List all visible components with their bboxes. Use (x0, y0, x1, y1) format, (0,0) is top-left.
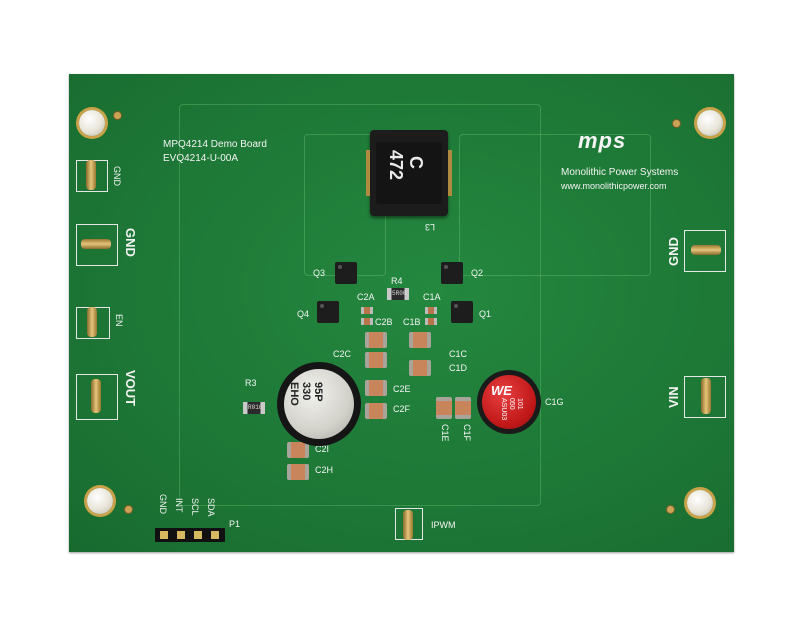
cap-c1b (425, 318, 437, 325)
cap-c1d (409, 360, 431, 376)
terminal-pin[interactable] (87, 307, 97, 337)
label-c1f: C1F (462, 424, 472, 442)
label-ipwm: IPWM (431, 520, 456, 530)
via (125, 506, 132, 513)
connector-pad-vout (76, 374, 118, 420)
board-part-number: EVQ4214-U-00A (163, 153, 239, 164)
mounting-hole (79, 110, 105, 136)
label-c2b: C2B (375, 317, 393, 327)
label-vin: VIN (666, 386, 681, 408)
label-c1c: C1C (449, 349, 468, 359)
terminal-pin[interactable] (691, 245, 721, 255)
label-c2e: C2E (393, 384, 411, 394)
terminal-pin[interactable] (86, 160, 96, 190)
terminal-pin[interactable] (81, 239, 111, 249)
header-pin-label: GND (158, 494, 168, 514)
label-gnd-right: GND (666, 237, 681, 266)
label-gnd: GND (123, 228, 138, 257)
label-c2f: C2F (393, 404, 411, 414)
connector-pad-vin (684, 376, 726, 418)
brand-url: www.monolithicpower.com (561, 181, 667, 191)
mosfet-q2 (441, 262, 463, 284)
mounting-hole (687, 490, 713, 516)
cap-c2f (365, 403, 387, 419)
label-p1: P1 (229, 519, 241, 529)
mounting-hole (87, 488, 113, 514)
cap-c2i (287, 442, 309, 458)
inductor-l3: C 472 (366, 130, 452, 216)
cap-c1a (425, 307, 437, 314)
cap-marking: 330 (300, 382, 312, 401)
header-pin-label: SCL (190, 498, 200, 516)
label-c1d: C1D (449, 363, 468, 373)
terminal-pin[interactable] (403, 510, 413, 540)
label-l3: L3 (425, 222, 436, 232)
cap-marking: EHO (288, 382, 300, 406)
inductor-marking: C (406, 156, 426, 169)
mosfet-q1 (451, 301, 473, 323)
via (114, 112, 121, 119)
label-gnd-top: GND (112, 166, 122, 186)
label-c1b: C1B (403, 317, 421, 327)
cap-mlcc (365, 352, 387, 368)
trace-outline (459, 134, 651, 276)
cap-c1e (436, 397, 452, 419)
board-title: MPQ4214 Demo Board (163, 139, 267, 150)
resistor-r3: R016 (243, 402, 265, 414)
terminal-pin[interactable] (91, 379, 101, 413)
cap-marking: 95P (312, 382, 324, 402)
inductor-marking: 472 (386, 150, 406, 181)
cap-c2a (361, 307, 373, 314)
electrolytic-cap-right: WE 101 050 ASU03 (477, 370, 541, 434)
label-en: EN (114, 314, 124, 327)
connector-pad-gnd-right (684, 230, 726, 272)
label-c1g: C1G (545, 397, 564, 407)
cap-logo: WE (491, 383, 512, 398)
label-q4: Q4 (297, 309, 310, 319)
cap-marking: ASU03 (500, 398, 507, 421)
trace-outline (179, 104, 541, 506)
label-c2h: C2H (315, 465, 334, 475)
cap-mlcc (365, 332, 387, 348)
label-r4: R4 (391, 276, 403, 286)
header-pin-label: INT (174, 498, 184, 513)
mosfet-q3 (335, 262, 357, 284)
label-c1e: C1E (440, 424, 450, 442)
resistor-r4: 5R00 (387, 288, 409, 300)
connector-pad-gnd (76, 224, 118, 266)
via (667, 506, 674, 513)
cap-c2e (365, 380, 387, 396)
label-c1a: C1A (423, 292, 441, 302)
electrolytic-cap-left: 95P 330 EHO (277, 362, 361, 446)
header-pin-label: SDA (206, 498, 216, 517)
label-c2i: C2I (315, 444, 330, 454)
label-c2c: C2C (333, 349, 352, 359)
via (673, 120, 680, 127)
cap-marking: 101 (516, 398, 523, 410)
label-q2: Q2 (471, 268, 484, 278)
pcb-board: MPQ4214 Demo Board EVQ4214-U-00A mps Mon… (69, 74, 734, 552)
mps-logo: mps (578, 128, 627, 153)
label-q3: Q3 (313, 268, 326, 278)
cap-c1f (455, 397, 471, 419)
label-vout: VOUT (123, 370, 138, 407)
cap-c1c (409, 332, 431, 348)
mosfet-q4 (317, 301, 339, 323)
label-c2a: C2A (357, 292, 375, 302)
cap-marking: 050 (508, 398, 515, 410)
label-q1: Q1 (479, 309, 492, 319)
brand-name: Monolithic Power Systems (561, 167, 679, 178)
mounting-hole (697, 110, 723, 136)
header-p1[interactable] (155, 528, 225, 542)
cap-c2b (361, 318, 373, 325)
label-r3: R3 (245, 378, 257, 388)
cap-c2h (287, 464, 309, 480)
terminal-pin[interactable] (701, 378, 711, 414)
